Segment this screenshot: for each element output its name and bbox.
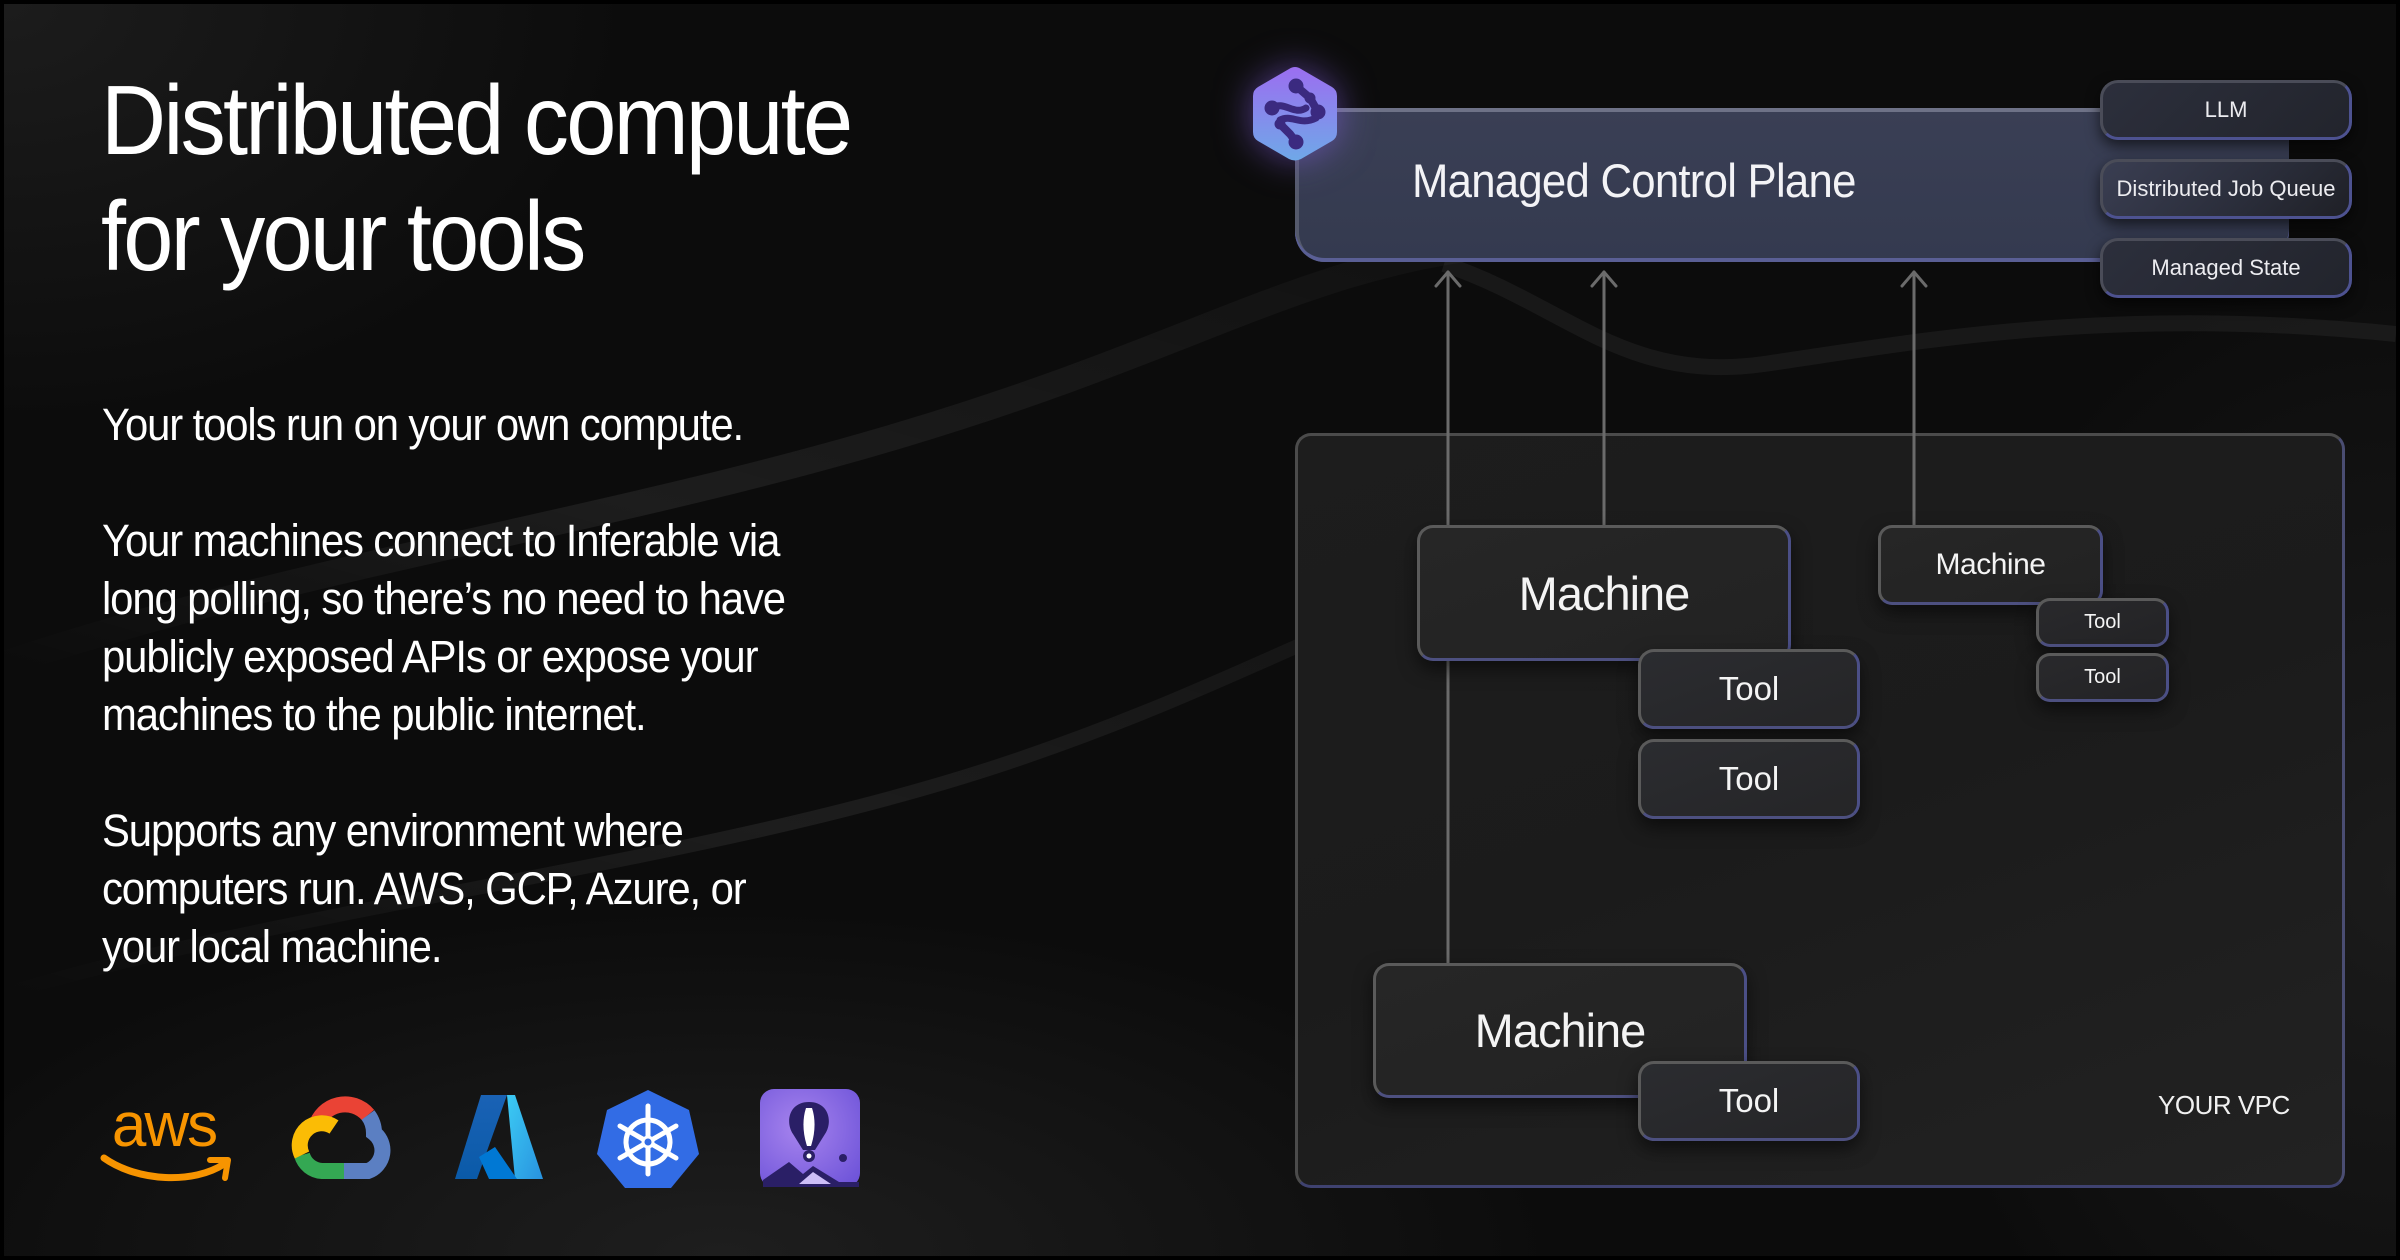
paragraph-line: machines to the public internet. xyxy=(102,689,647,740)
machine-2: Machine xyxy=(1878,525,2103,605)
machine-2-tool-1: Tool xyxy=(2036,598,2169,647)
service-managed-state: Managed State xyxy=(2100,238,2352,298)
kubernetes-icon xyxy=(597,1090,699,1188)
headline-line-1: Distributed compute xyxy=(101,65,853,175)
paragraph-environments: Supports any environment where computers… xyxy=(102,802,939,976)
headline: Distributed compute for your tools xyxy=(101,62,853,294)
paragraph-line: computers run. AWS, GCP, Azure, or xyxy=(102,863,747,914)
google-cloud-icon xyxy=(291,1096,391,1179)
machine-3-tool-1: Tool xyxy=(1638,1061,1860,1141)
paragraph-line: long polling, so there’s no need to have xyxy=(102,573,786,624)
machine-1-tool-1: Tool xyxy=(1638,649,1860,729)
paragraph-line: Your tools run on your own compute. xyxy=(102,399,744,450)
aws-wordmark: aws xyxy=(112,1096,216,1160)
machine-2-tool-2: Tool xyxy=(2036,653,2169,702)
azure-icon xyxy=(455,1095,543,1179)
paragraph-line: your local machine. xyxy=(102,921,442,972)
paragraph-line: publicly exposed APIs or expose your xyxy=(102,631,759,682)
service-llm: LLM xyxy=(2100,80,2352,140)
service-distributed-job-queue: Distributed Job Queue xyxy=(2100,159,2352,219)
aws-icon: aws xyxy=(100,1096,231,1182)
paragraph-own-compute: Your tools run on your own compute. xyxy=(102,396,939,454)
inferable-hex-icon xyxy=(1253,67,1337,161)
control-plane-label: Managed Control Plane xyxy=(1412,154,1856,207)
paragraph-line: Your machines connect to Inferable via xyxy=(102,515,780,566)
paragraph-long-polling: Your machines connect to Inferable via l… xyxy=(102,512,939,744)
vpc-label: YOUR VPC xyxy=(2158,1090,2290,1120)
paragraph-line: Supports any environment where xyxy=(102,805,684,856)
balloon-app-icon xyxy=(760,1089,860,1187)
headline-line-2: for your tools xyxy=(101,181,586,291)
machine-1-tool-2: Tool xyxy=(1638,739,1860,819)
description: Your tools run on your own compute. Your… xyxy=(102,396,1002,1034)
machine-1: Machine xyxy=(1417,525,1791,661)
